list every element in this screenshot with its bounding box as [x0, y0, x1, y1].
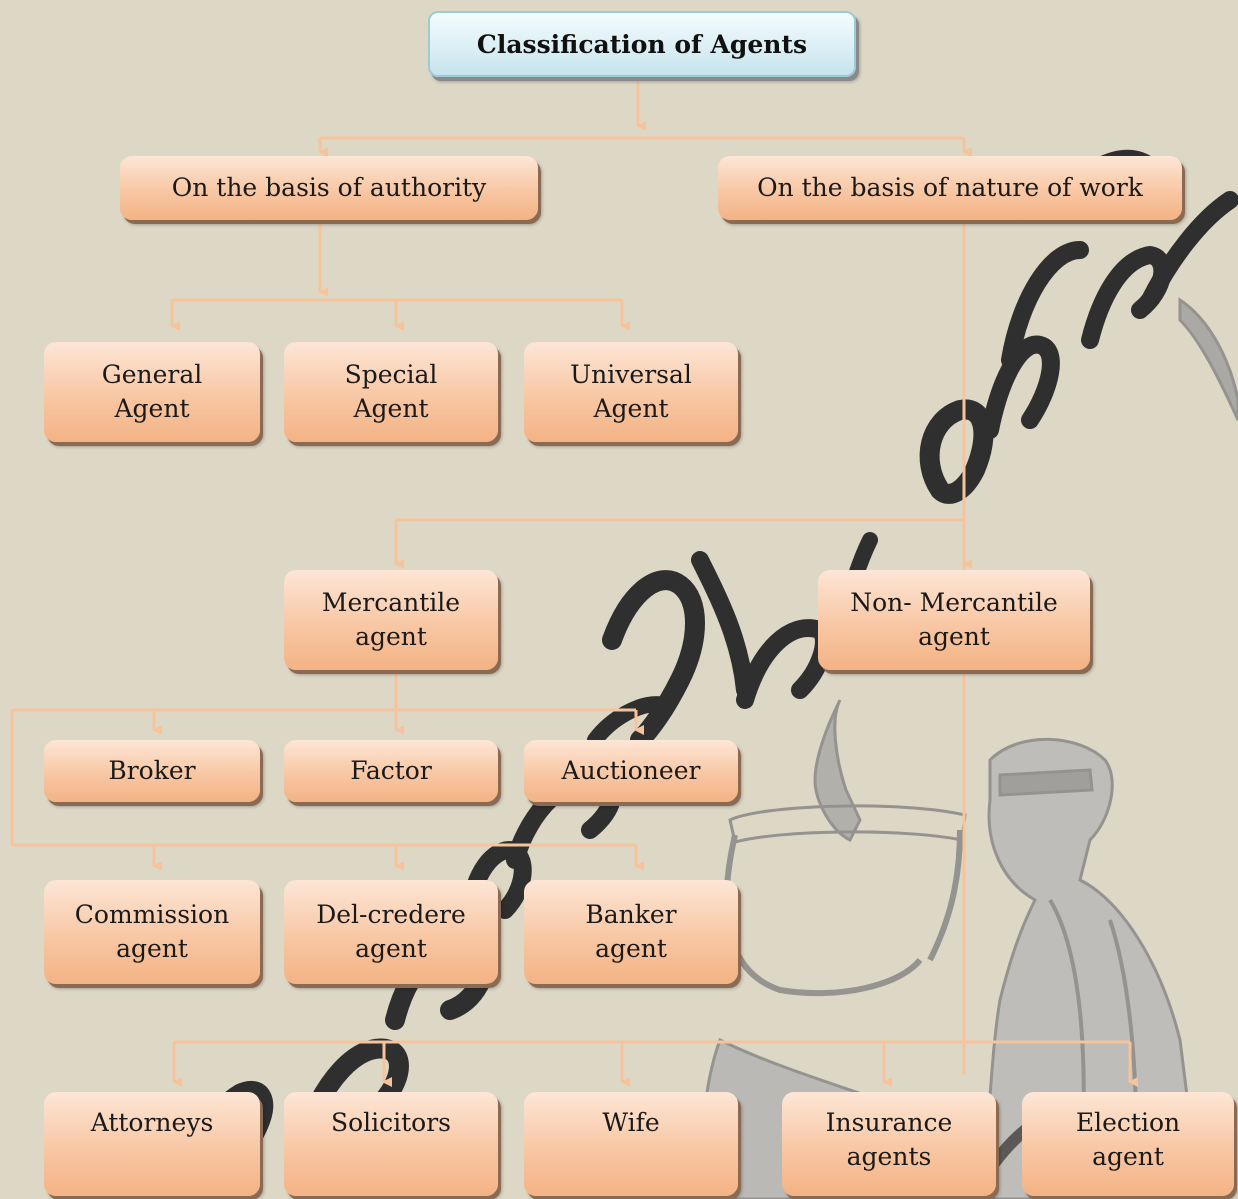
- node-universal-agent: Universal Agent: [524, 342, 738, 442]
- connectors: [10, 78, 1138, 1087]
- diagram-title: Classification of Agents: [428, 11, 856, 77]
- node-auctioneer: Auctioneer: [524, 740, 738, 802]
- node-mercantile-agent: Mercantile agent: [284, 570, 498, 670]
- node-banker-agent: Banker agent: [524, 880, 738, 984]
- node-wife: Wife: [524, 1092, 738, 1196]
- node-non-mercantile-agent: Non- Mercantile agent: [818, 570, 1090, 670]
- node-broker: Broker: [44, 740, 260, 802]
- node-insurance-agents: Insurance agents: [782, 1092, 996, 1196]
- node-election-agent: Election agent: [1022, 1092, 1234, 1196]
- node-attorneys: Attorneys: [44, 1092, 260, 1196]
- node-general-agent: General Agent: [44, 342, 260, 442]
- node-factor: Factor: [284, 740, 498, 802]
- node-commission-agent: Commission agent: [44, 880, 260, 984]
- node-del-credere-agent: Del-credere agent: [284, 880, 498, 984]
- node-special-agent: Special Agent: [284, 342, 498, 442]
- node-basis-authority: On the basis of authority: [120, 156, 538, 220]
- justice-statue-watermark: [698, 297, 1238, 1199]
- node-basis-nature-of-work: On the basis of nature of work: [718, 156, 1182, 220]
- node-solicitors: Solicitors: [284, 1092, 498, 1196]
